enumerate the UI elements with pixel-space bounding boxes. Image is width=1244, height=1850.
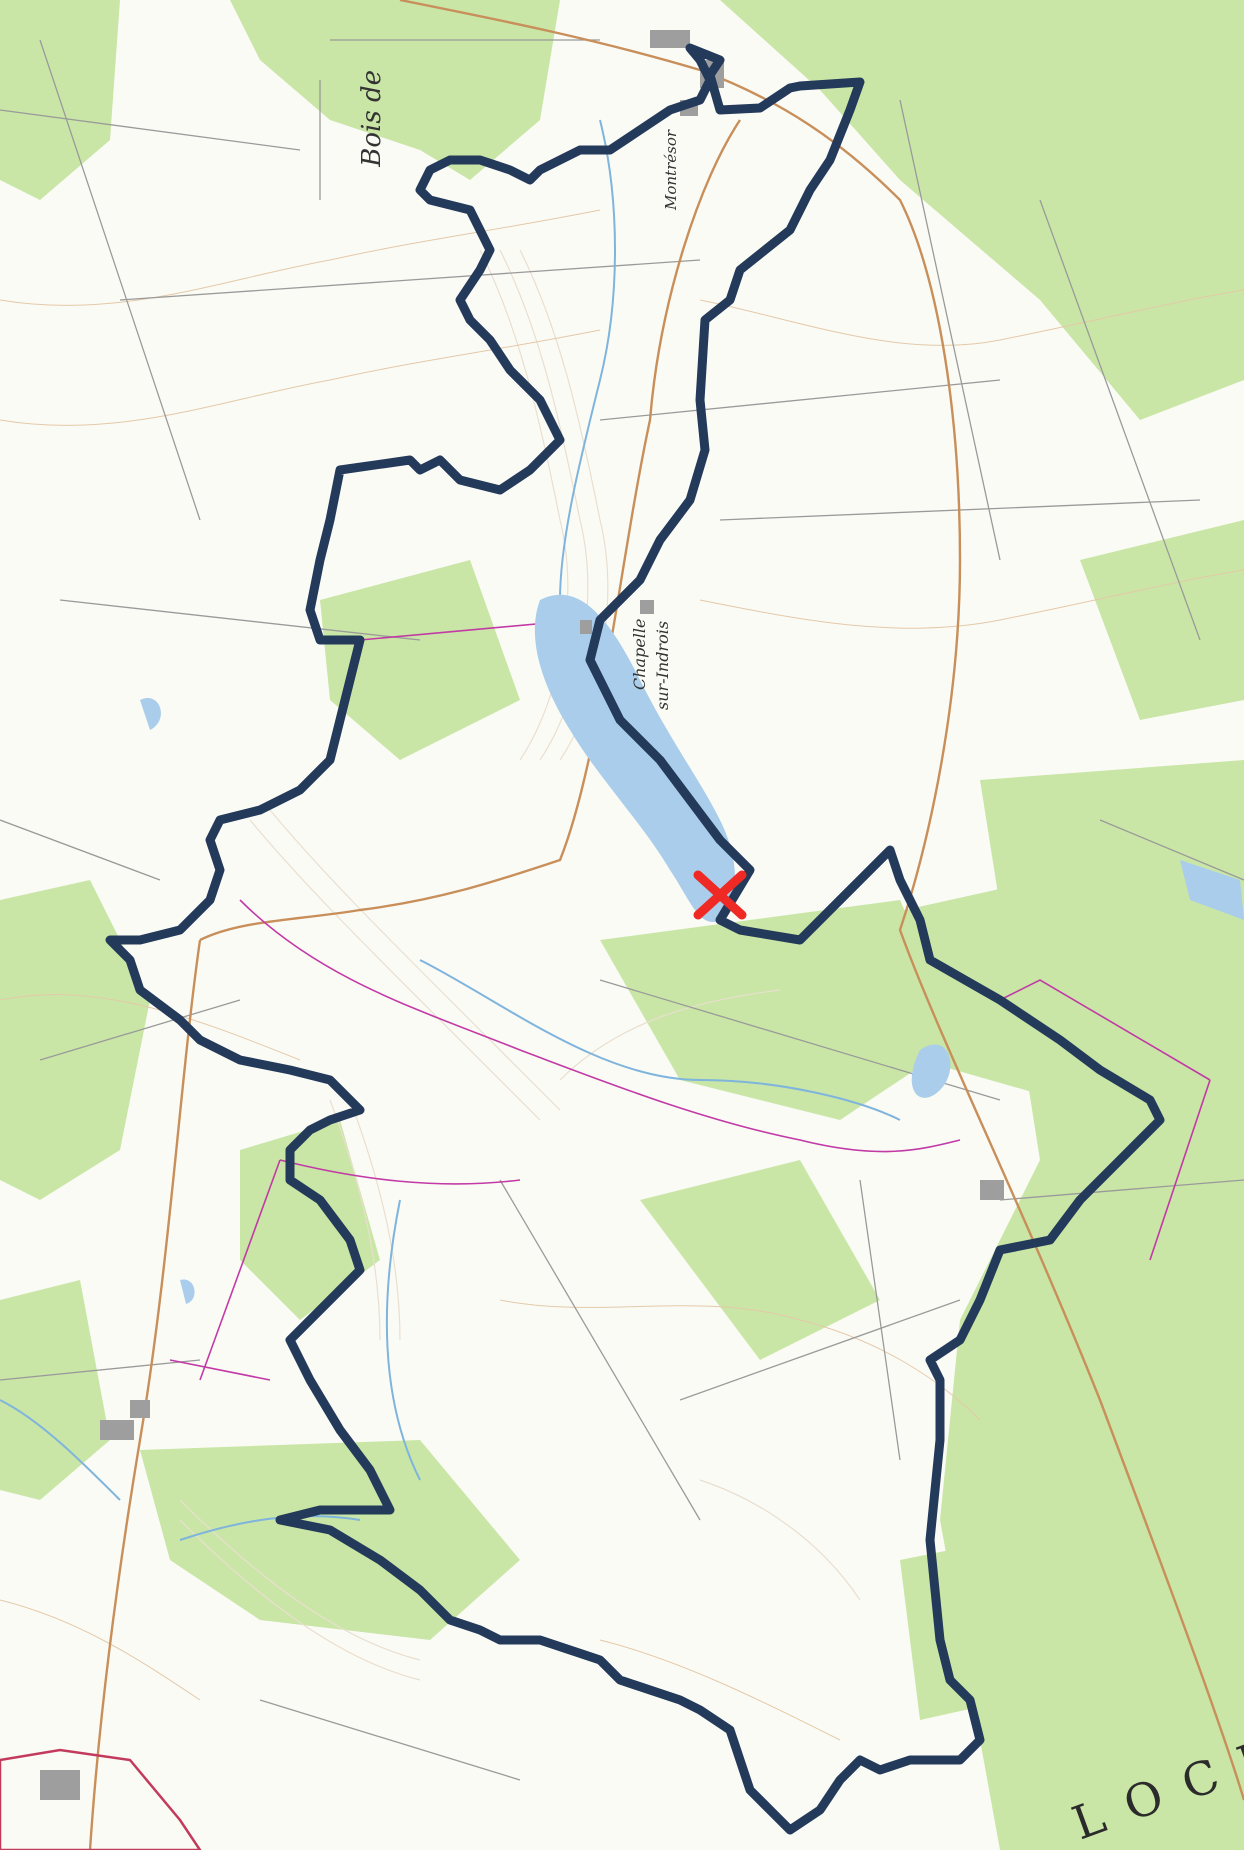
montresor-label: Montrésor xyxy=(662,129,680,211)
minor-roads xyxy=(0,39,1244,1781)
contour-lines xyxy=(0,209,1244,1741)
water-bodies xyxy=(140,594,1244,1304)
bois-label: Bois de xyxy=(357,70,387,168)
commune-boundaries xyxy=(169,619,1211,1381)
rivers xyxy=(0,119,901,1541)
x-marker[interactable] xyxy=(693,870,747,920)
town-outline xyxy=(0,1748,202,1850)
route-outline[interactable] xyxy=(105,43,1165,1835)
chapelle-label: Chapelle xyxy=(630,619,649,691)
sur-indrois-label: sur-Indrois xyxy=(653,621,672,710)
